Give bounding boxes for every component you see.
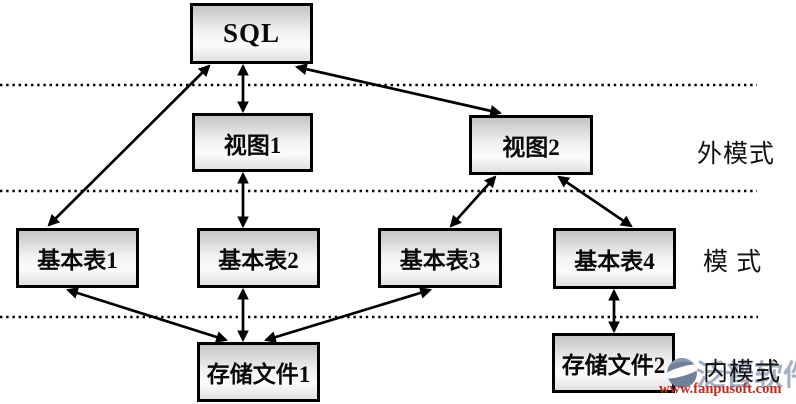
node-table4-label: 基本表4 [574,248,655,274]
node-file2-label: 存储文件2 [561,353,666,378]
layer-label-external: 外模式 [697,141,776,168]
node-table1-label: 基本表1 [37,248,118,273]
node-view1-label: 视图1 [223,132,282,158]
watermark-brand-text: 泛普软件 [696,360,796,392]
node-view2: 视图2 [469,115,593,175]
node-view2-label: 视图2 [502,135,560,160]
watermark-logo-icon [667,358,697,388]
node-table3-label: 基本表3 [399,248,481,273]
node-file1-label: 存储文件1 [206,362,311,387]
node-sql-label: SQL [222,18,281,48]
node-table4: 基本表4 [553,228,676,289]
node-table3: 基本表3 [378,228,502,288]
node-file1: 存储文件1 [197,342,320,402]
layer-label-conceptual: 模 式 [703,249,763,276]
node-table2-label: 基本表2 [218,248,299,273]
watermark-url: www.fanpusoft.com [659,381,782,397]
edge-view2-table3 [449,175,497,228]
layer-label-internal: 内模式 [703,359,782,386]
edge-table1-file1 [65,287,229,343]
node-view1: 视图1 [192,113,313,172]
edge-sql-view2 [294,63,503,117]
node-table2: 基本表2 [197,228,320,288]
edge-table3-file1 [263,287,433,343]
node-table1: 基本表1 [16,228,139,288]
node-sql: SQL [190,3,313,64]
node-file2: 存储文件2 [552,333,675,393]
edge-view2-table4 [557,175,633,228]
edge-sql-table1 [47,64,211,227]
